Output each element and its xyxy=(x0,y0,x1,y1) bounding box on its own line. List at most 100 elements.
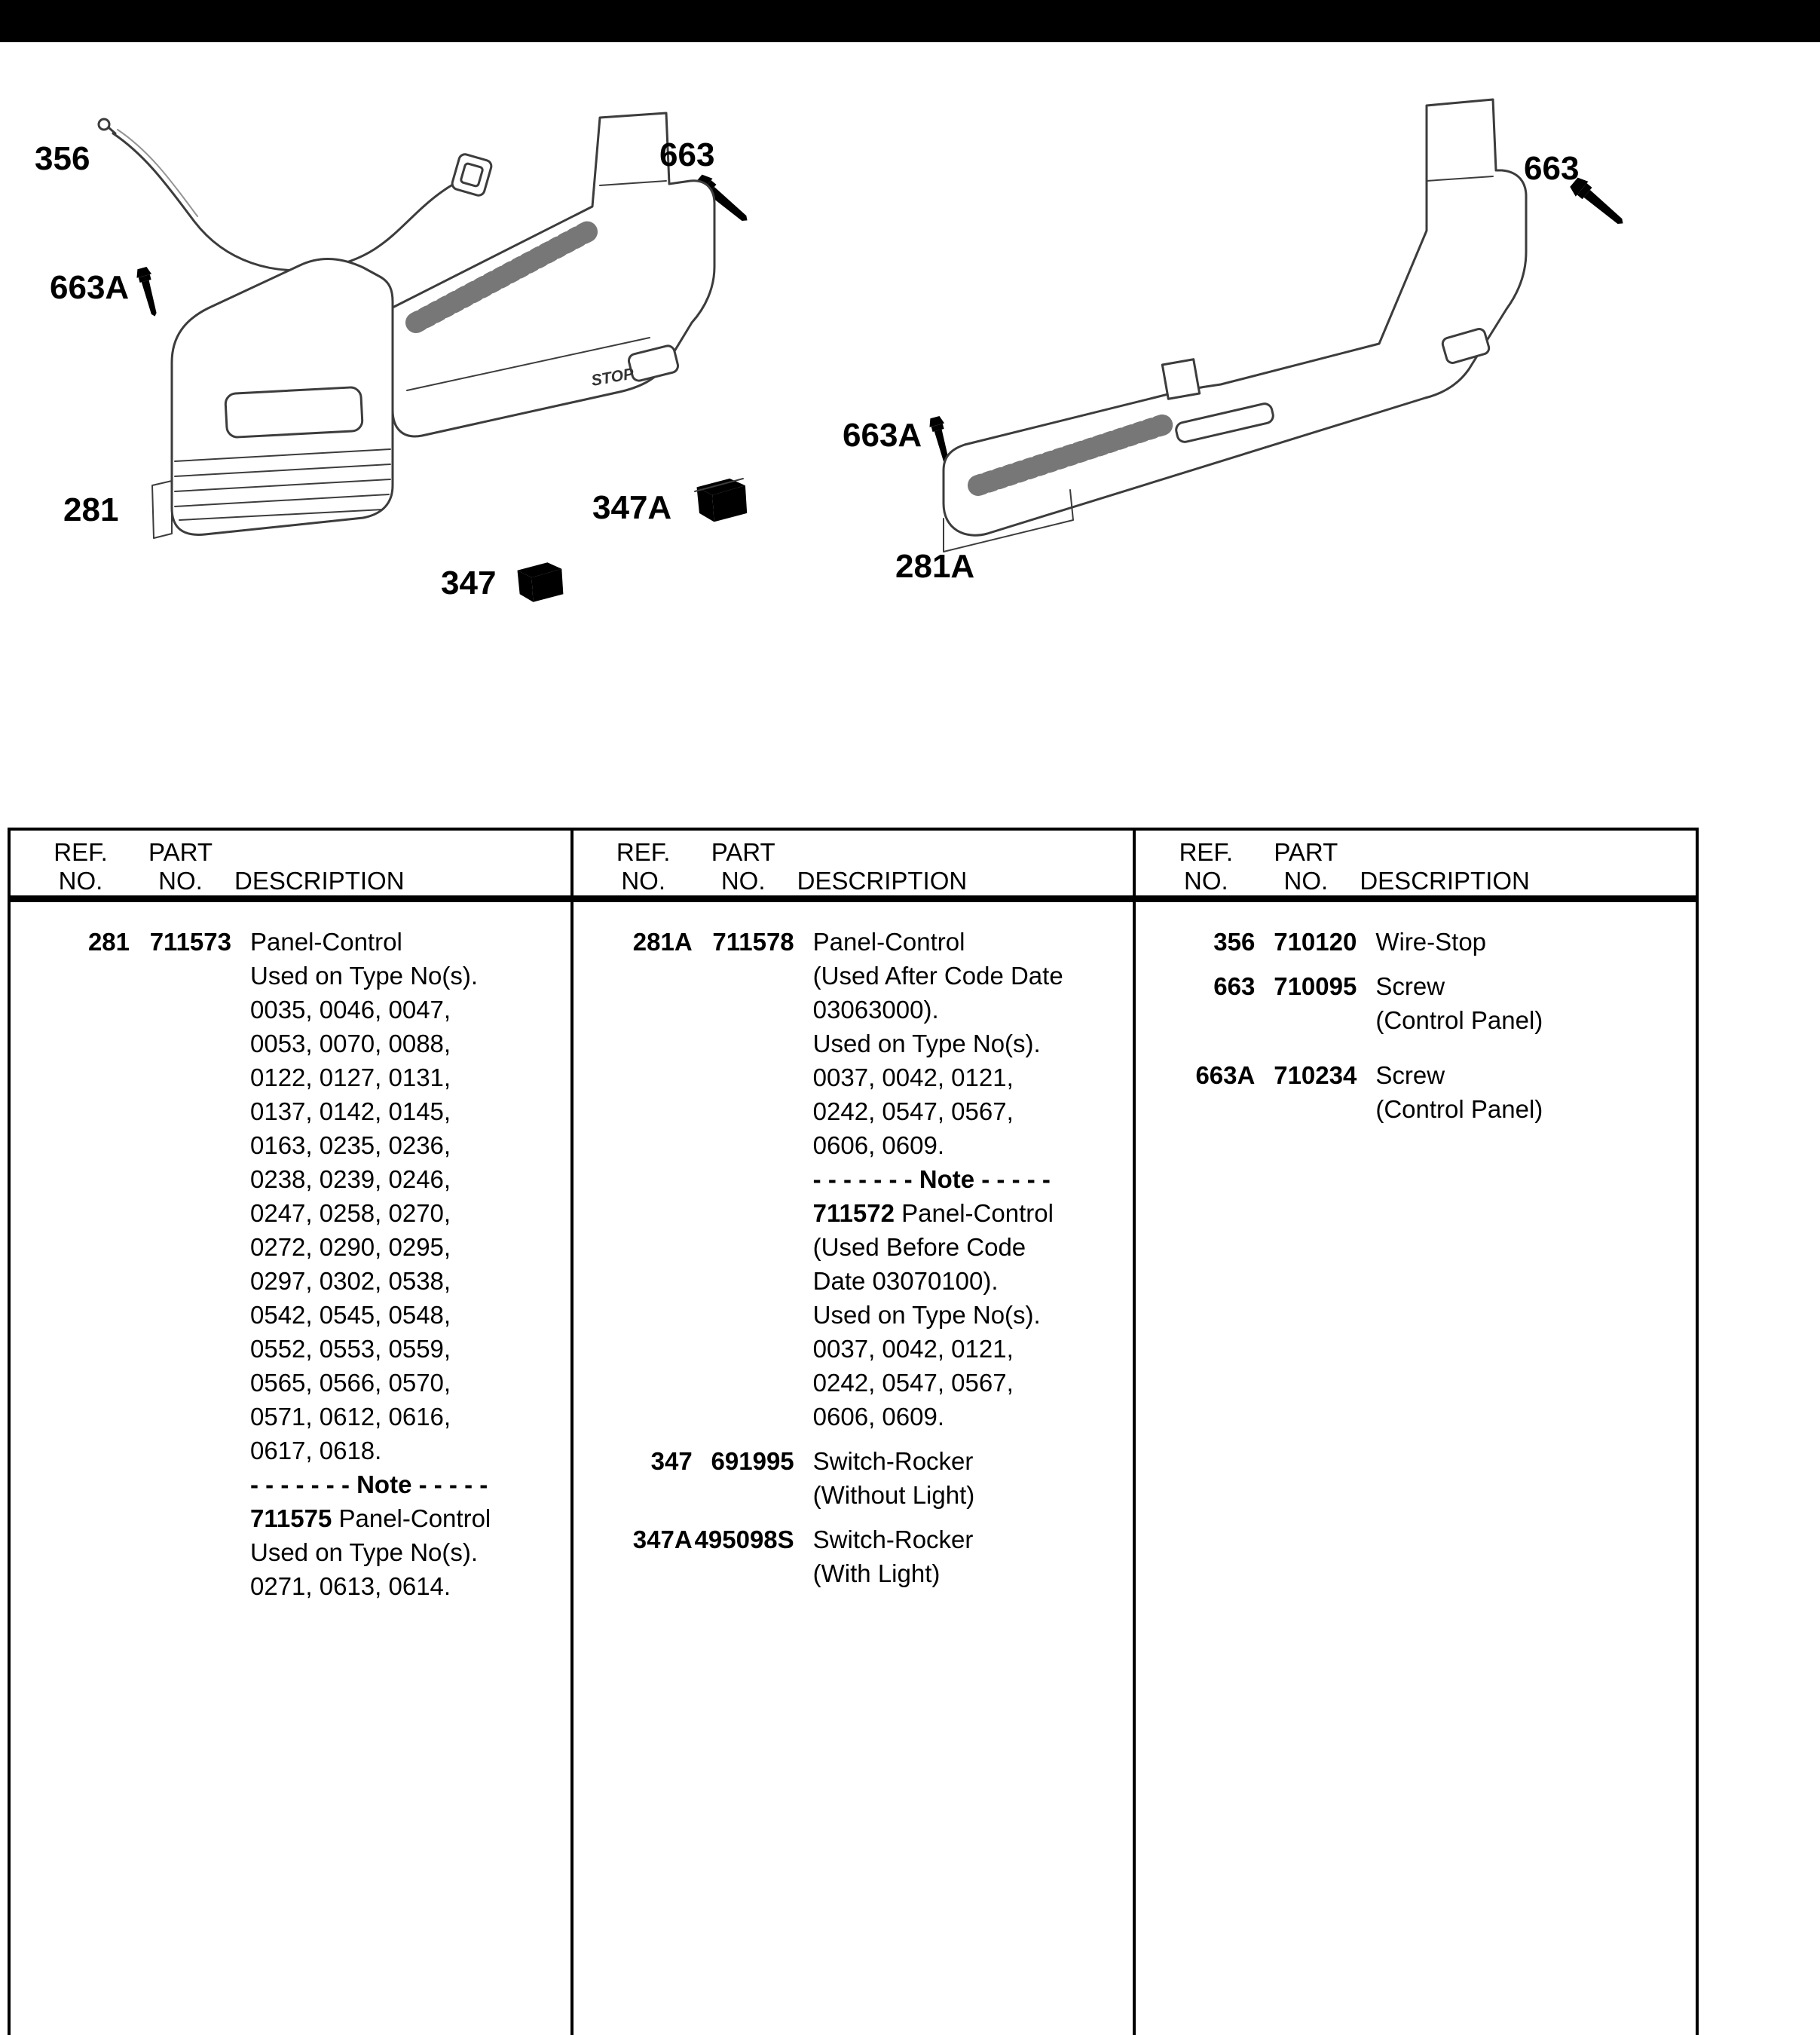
part-no-header-line: NO. xyxy=(1283,867,1329,895)
table-row: 356 710120 Wire-Stop xyxy=(1157,925,1696,959)
description-line: 0271, 0613, 0614. xyxy=(250,1572,451,1600)
description-line: 0542, 0545, 0548, xyxy=(250,1301,451,1329)
ref-no-cell: 281A xyxy=(632,928,693,956)
description-line: Panel-Control xyxy=(250,928,402,956)
description-line: 0617, 0618. xyxy=(250,1437,382,1464)
part-no-cell: 710120 xyxy=(1274,928,1357,956)
description-line: (Control Panel) xyxy=(1375,1006,1543,1034)
description-line: 0247, 0258, 0270, xyxy=(250,1199,451,1227)
callout-347a: 347A xyxy=(592,489,672,526)
part-no-header-line: PART xyxy=(1274,838,1338,866)
description-line: 711575 Panel-Control xyxy=(250,1504,491,1532)
description-cell: Screw (Control Panel) xyxy=(1357,1058,1696,1126)
callout-663-left: 663 xyxy=(659,136,715,173)
description-line: 0037, 0042, 0121, xyxy=(812,1335,1014,1363)
description-line: Screw xyxy=(1375,972,1445,1000)
description-line: Used on Type No(s). xyxy=(250,962,479,990)
part-no-cell: 711573 xyxy=(149,928,231,956)
description-line: Switch-Rocker xyxy=(812,1525,974,1553)
description-line: (Used Before Code xyxy=(812,1233,1026,1261)
description-line: (Used After Code Date xyxy=(812,962,1063,990)
description-line: - - - - - - - Note - - - - - xyxy=(250,1470,488,1498)
callout-663-right: 663 xyxy=(1524,150,1580,187)
description-line: Wire-Stop xyxy=(1375,928,1487,956)
ref-no-cell: 347A xyxy=(632,1525,693,1553)
callout-663a-left: 663A xyxy=(50,269,130,306)
part-no-cell: 691995 xyxy=(711,1447,794,1475)
description-line: - - - - - - - Note - - - - - xyxy=(812,1165,1051,1193)
description-cell: Screw (Control Panel) xyxy=(1357,969,1696,1037)
description-line: 0571, 0612, 0616, xyxy=(250,1403,451,1431)
ref-no-cell: 356 xyxy=(1213,928,1256,956)
description-line: Used on Type No(s). xyxy=(812,1030,1041,1057)
wire-stop-icon xyxy=(97,118,493,272)
description-line: 0242, 0547, 0567, xyxy=(812,1369,1014,1397)
parts-diagram: STOP xyxy=(0,42,1820,828)
part-no-header-line: NO. xyxy=(720,867,766,895)
ref-no-cell: 663 xyxy=(1213,972,1256,1000)
ref-no-header-line: REF. xyxy=(54,838,108,866)
part-no-cell: 711578 xyxy=(712,928,794,956)
ref-no-header-line: REF. xyxy=(1179,838,1234,866)
ref-no-header: REF.NO. xyxy=(595,838,693,895)
table-row: 663 710095 Screw (Control Panel) xyxy=(1157,969,1696,1037)
description-line: Date 03070100). xyxy=(812,1267,999,1295)
description-line: Used on Type No(s). xyxy=(250,1538,479,1566)
description-line: Switch-Rocker xyxy=(812,1447,974,1475)
description-line: 0122, 0127, 0131, xyxy=(250,1063,451,1091)
description-line: Used on Type No(s). xyxy=(812,1301,1041,1329)
ref-no-header-line: NO. xyxy=(621,867,665,895)
description-header: DESCRIPTION xyxy=(797,867,968,895)
control-panel-281a-art xyxy=(942,98,1528,552)
rocker-switch-347a-icon xyxy=(694,478,748,522)
description-cell: Wire-Stop xyxy=(1357,925,1696,959)
description-line: 0606, 0609. xyxy=(812,1131,945,1159)
ref-no-header: REF.NO. xyxy=(32,838,130,895)
ref-no-header-line: NO. xyxy=(58,867,103,895)
description-line: 0242, 0547, 0567, xyxy=(812,1097,1014,1125)
callout-281: 281 xyxy=(63,491,119,528)
description-line: 0565, 0566, 0570, xyxy=(250,1369,451,1397)
part-no-cell: 710095 xyxy=(1274,972,1357,1000)
description-line: 0552, 0553, 0559, xyxy=(250,1335,451,1363)
description-line: (Without Light) xyxy=(812,1481,975,1509)
callout-281a: 281A xyxy=(895,548,975,585)
part-no-header-line: PART xyxy=(711,838,775,866)
part-no-cell: 710234 xyxy=(1274,1061,1357,1089)
description-cell: Switch-Rocker (With Light) xyxy=(794,1522,1133,1590)
description-line: 0238, 0239, 0246, xyxy=(250,1165,451,1193)
description-line: 0297, 0302, 0538, xyxy=(250,1267,451,1295)
description-line: (With Light) xyxy=(812,1559,941,1587)
part-no-header-line: NO. xyxy=(158,867,203,895)
part-no-header-line: PART xyxy=(148,838,213,866)
description-line: 0137, 0142, 0145, xyxy=(250,1097,451,1125)
description-header: DESCRIPTION xyxy=(1360,867,1530,895)
description-line: 711572 Panel-Control xyxy=(812,1199,1054,1227)
ref-no-cell: 347 xyxy=(650,1447,693,1475)
part-no-cell: 495098S xyxy=(694,1525,794,1553)
ref-no-header: REF.NO. xyxy=(1157,838,1255,895)
ref-no-cell: 663A xyxy=(1195,1061,1256,1089)
table-row: 347 691995 Switch-Rocker (Without Light) xyxy=(595,1444,1133,1512)
description-line: 0606, 0609. xyxy=(812,1403,945,1431)
description-line: Screw xyxy=(1375,1061,1445,1089)
description-line: (Control Panel) xyxy=(1375,1095,1543,1123)
ref-no-cell: 281 xyxy=(87,928,130,956)
description-header: DESCRIPTION xyxy=(234,867,405,895)
description-line: 0272, 0290, 0295, xyxy=(250,1233,451,1261)
description-line: 0163, 0235, 0236, xyxy=(250,1131,451,1159)
